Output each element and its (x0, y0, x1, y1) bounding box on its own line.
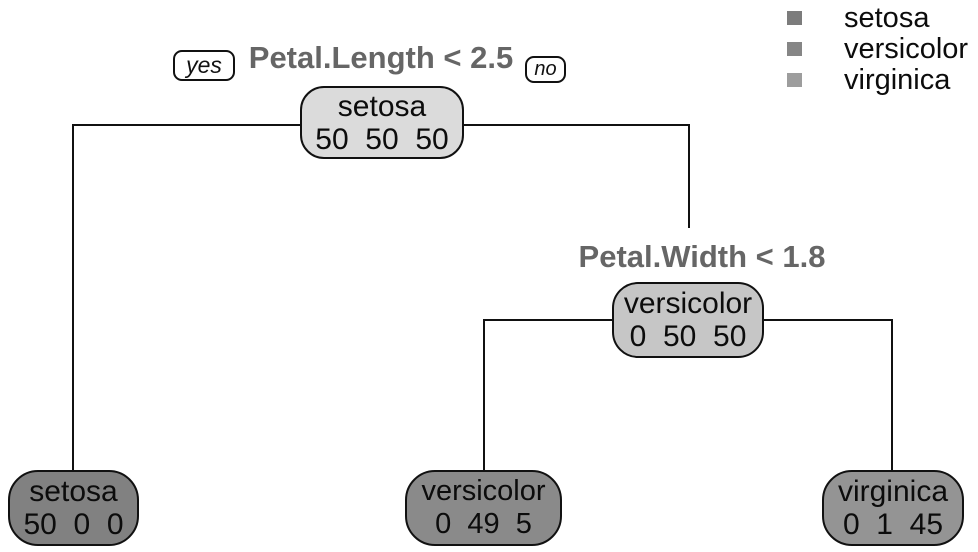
legend-item-versicolor: versicolor (787, 33, 969, 65)
tree-leaf-versicolor[interactable]: versicolor 0 49 5 (405, 470, 562, 546)
no-branch-label: no (534, 58, 557, 80)
legend-swatch-versicolor (787, 41, 802, 56)
node-counts: 0 50 50 (629, 320, 747, 353)
legend-label-virginica: virginica (844, 64, 951, 96)
node-class-label: virginica (837, 475, 949, 508)
yes-branch-badge: yes (173, 50, 235, 81)
edge-root-to-leaf-setosa (72, 124, 300, 470)
edge-internal-to-leaf-virginica (764, 319, 893, 470)
legend-swatch-setosa (787, 10, 802, 25)
tree-node-internal[interactable]: versicolor 0 50 50 (612, 282, 764, 358)
legend-item-virginica: virginica (787, 64, 968, 96)
class-legend: setosa versicolor virginica (787, 2, 969, 96)
tree-leaf-virginica[interactable]: virginica 0 1 45 (822, 470, 964, 546)
split-label-internal: Petal.Width < 1.8 (578, 239, 826, 274)
node-class-label: setosa (29, 475, 118, 508)
node-class-label: versicolor (421, 475, 546, 507)
tree-node-root[interactable]: setosa 50 50 50 (300, 86, 464, 159)
tree-leaf-setosa[interactable]: setosa 50 0 0 (8, 470, 139, 546)
yes-branch-label: yes (186, 52, 222, 78)
node-counts: 50 50 50 (315, 122, 449, 156)
node-class-label: versicolor (623, 287, 753, 320)
node-counts: 50 0 0 (23, 508, 124, 541)
edge-internal-to-leaf-versicolor (483, 319, 612, 470)
legend-item-setosa: setosa (787, 2, 968, 34)
split-label-root: Petal.Length < 2.5 (248, 40, 514, 75)
node-counts: 0 1 45 (842, 508, 944, 541)
edge-root-to-internal (464, 124, 690, 228)
node-class-label: setosa (337, 89, 427, 123)
legend-label-versicolor: versicolor (844, 33, 969, 65)
legend-swatch-virginica (787, 72, 802, 87)
legend-label-setosa: setosa (844, 2, 930, 34)
no-branch-badge: no (525, 56, 566, 83)
node-counts: 0 49 5 (435, 508, 532, 540)
